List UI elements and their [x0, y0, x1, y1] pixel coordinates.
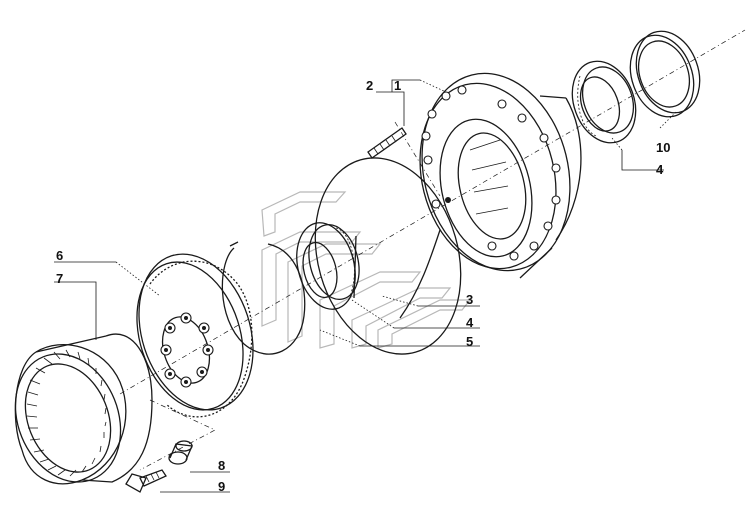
callout-2: 2 [366, 78, 373, 93]
bolt-axis-line [139, 399, 216, 471]
callout-9: 9 [218, 479, 225, 494]
leader-lines [54, 79, 677, 493]
inner-bearing [296, 222, 360, 310]
callout-labels: 2 1 10 4 3 4 5 6 7 8 9 [56, 78, 670, 494]
callout-4-right: 4 [656, 162, 664, 177]
callout-8: 8 [218, 458, 225, 473]
callout-3: 3 [466, 292, 473, 307]
callout-4-center: 4 [466, 315, 474, 330]
callout-5: 5 [466, 334, 473, 349]
watermark-logo [261, 191, 472, 349]
callout-7: 7 [56, 271, 63, 286]
callout-10: 10 [656, 140, 670, 155]
hex-bolt [125, 469, 167, 493]
bearing-cup [629, 30, 701, 118]
snap-ring [221, 241, 306, 355]
wheel-stud [367, 127, 407, 159]
callout-6: 6 [56, 248, 63, 263]
spacer-bushing [168, 440, 193, 465]
stud-axis-line [394, 121, 441, 197]
callout-1: 1 [394, 78, 401, 93]
toothed-carrier-plate [136, 253, 254, 418]
wheel-hub-housing [399, 72, 582, 319]
large-o-ring [314, 157, 462, 355]
outer-bearing [571, 60, 637, 144]
center-axis-line [119, 29, 746, 395]
ring-gear [14, 333, 153, 485]
